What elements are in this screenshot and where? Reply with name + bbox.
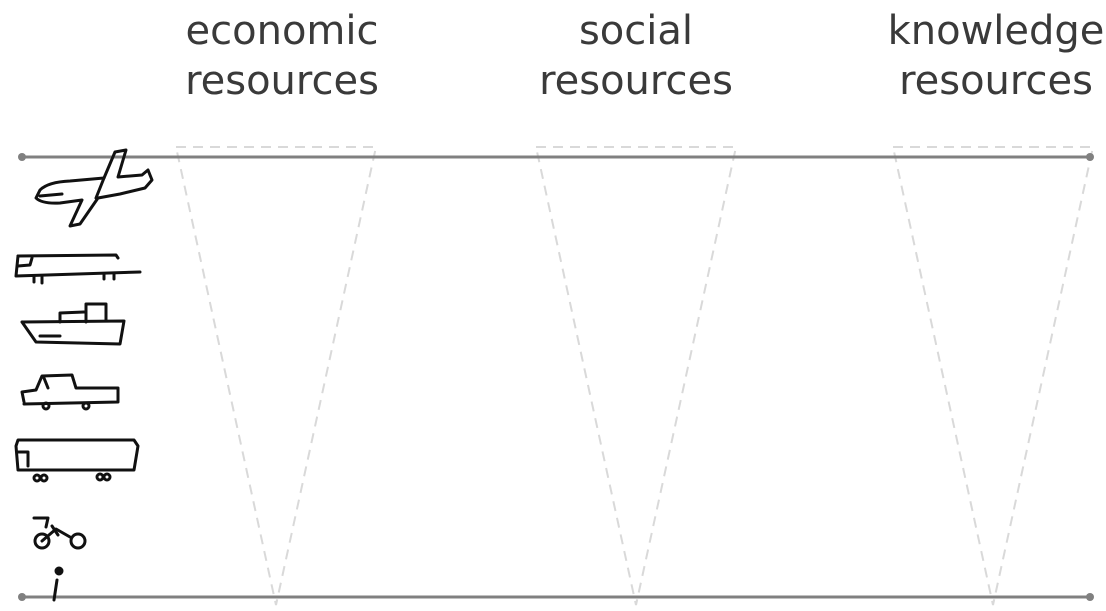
funnel-knowledge [892, 146, 1095, 606]
top-axis-right-dot [1086, 153, 1094, 161]
train-icon [14, 253, 142, 285]
funnel-social [535, 146, 738, 606]
bus-icon [14, 438, 140, 483]
bottom-axis-right-dot [1086, 593, 1094, 601]
airplane-icon [34, 148, 154, 228]
column-title-line2: resources [899, 58, 1093, 104]
pedestrian-icon [52, 566, 64, 602]
column-title-knowledge-resources: knowledge resources [866, 6, 1106, 106]
column-title-line1: knowledge [887, 8, 1105, 54]
ship-icon [20, 302, 126, 346]
car-icon [20, 373, 120, 411]
top-axis-left-dot [18, 153, 26, 161]
column-title-line1: social [578, 8, 694, 54]
column-title-line1: economic [185, 8, 379, 54]
funnel-economic [175, 146, 378, 606]
column-title-social-resources: social resources [506, 6, 766, 106]
bicycle-icon [32, 516, 87, 550]
bottom-axis-left-dot [18, 593, 26, 601]
column-title-line2: resources [185, 58, 379, 104]
column-title-economic-resources: economic resources [152, 6, 412, 106]
column-title-line2: resources [539, 58, 733, 104]
